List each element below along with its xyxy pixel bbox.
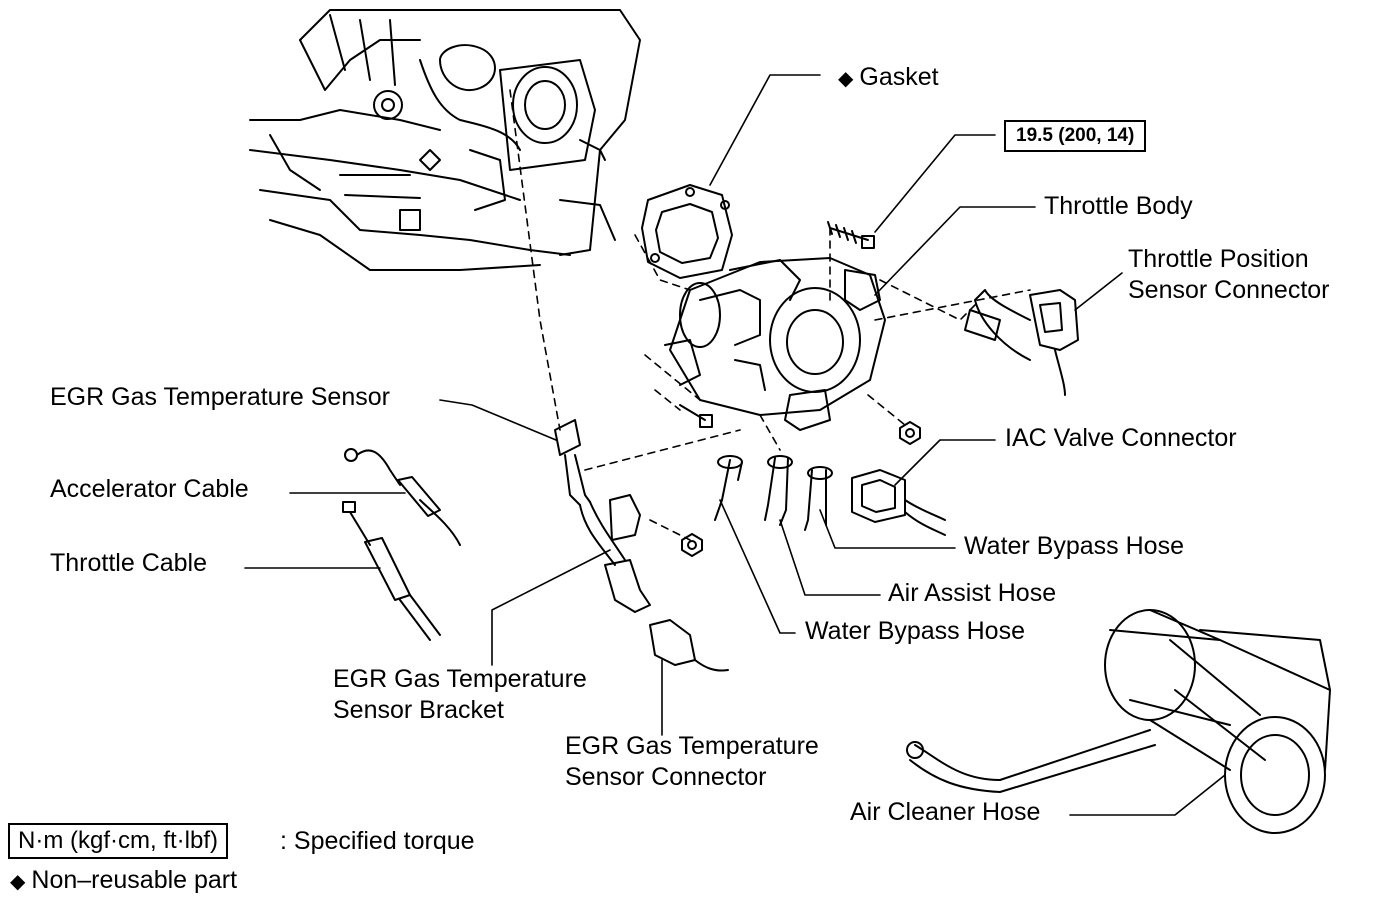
- air-cleaner-hose-illustration: [906, 609, 1331, 834]
- accelerator-cable-illustration: [344, 448, 461, 546]
- bolt-illustration: [827, 221, 875, 249]
- tps-connector-illustration: [964, 289, 1079, 396]
- egr-bracket-label-line1: EGR Gas Temperature: [333, 665, 587, 693]
- tps-connector-label-line1: Throttle Position: [1128, 245, 1309, 273]
- tps-connector-label-line2: Sensor Connector: [1128, 276, 1330, 304]
- gasket-label: ◆Gasket: [838, 63, 939, 91]
- iac-connector-illustration: [851, 469, 946, 536]
- air-assist-hose-label: Air Assist Hose: [888, 579, 1057, 607]
- torque-spec-box: 19.5 (200, 14): [1004, 120, 1147, 152]
- lower-bolt-illustration: [679, 404, 713, 428]
- throttle-body-illustration: [664, 257, 886, 431]
- intake-manifold-illustration: [249, 9, 641, 271]
- alignment-dashed-lines: [509, 89, 1031, 541]
- nut-illustration: [681, 421, 921, 557]
- water-bypass-hose-label-2: Water Bypass Hose: [805, 617, 1025, 645]
- diamond-icon: ◆: [10, 871, 26, 893]
- diamond-icon: ◆: [838, 68, 854, 90]
- accelerator-cable-label: Accelerator Cable: [50, 475, 249, 503]
- legend-nonreusable: ◆Non–reusable part: [10, 866, 238, 894]
- egr-sensor-illustration: [554, 419, 729, 672]
- water-bypass-hose-label-1: Water Bypass Hose: [964, 532, 1184, 560]
- egr-connector-label-line1: EGR Gas Temperature: [565, 732, 819, 760]
- throttle-cable-label: Throttle Cable: [50, 549, 208, 577]
- throttle-body-label: Throttle Body: [1044, 192, 1193, 220]
- legend-torque-unit-box: N·m (kgf·cm, ft·lbf): [8, 823, 228, 859]
- egr-connector-label-line2: Sensor Connector: [565, 763, 767, 791]
- egr-sensor-label: EGR Gas Temperature Sensor: [50, 383, 390, 411]
- air-cleaner-hose-label: Air Cleaner Hose: [850, 798, 1041, 826]
- iac-connector-label: IAC Valve Connector: [1005, 424, 1237, 452]
- gasket-illustration: [641, 184, 733, 279]
- leader-lines: [244, 74, 1226, 816]
- legend-torque-desc: : Specified torque: [280, 827, 475, 855]
- hoses-illustration: [714, 455, 833, 531]
- throttle-cable-illustration: [342, 501, 441, 641]
- egr-bracket-label-line2: Sensor Bracket: [333, 696, 504, 724]
